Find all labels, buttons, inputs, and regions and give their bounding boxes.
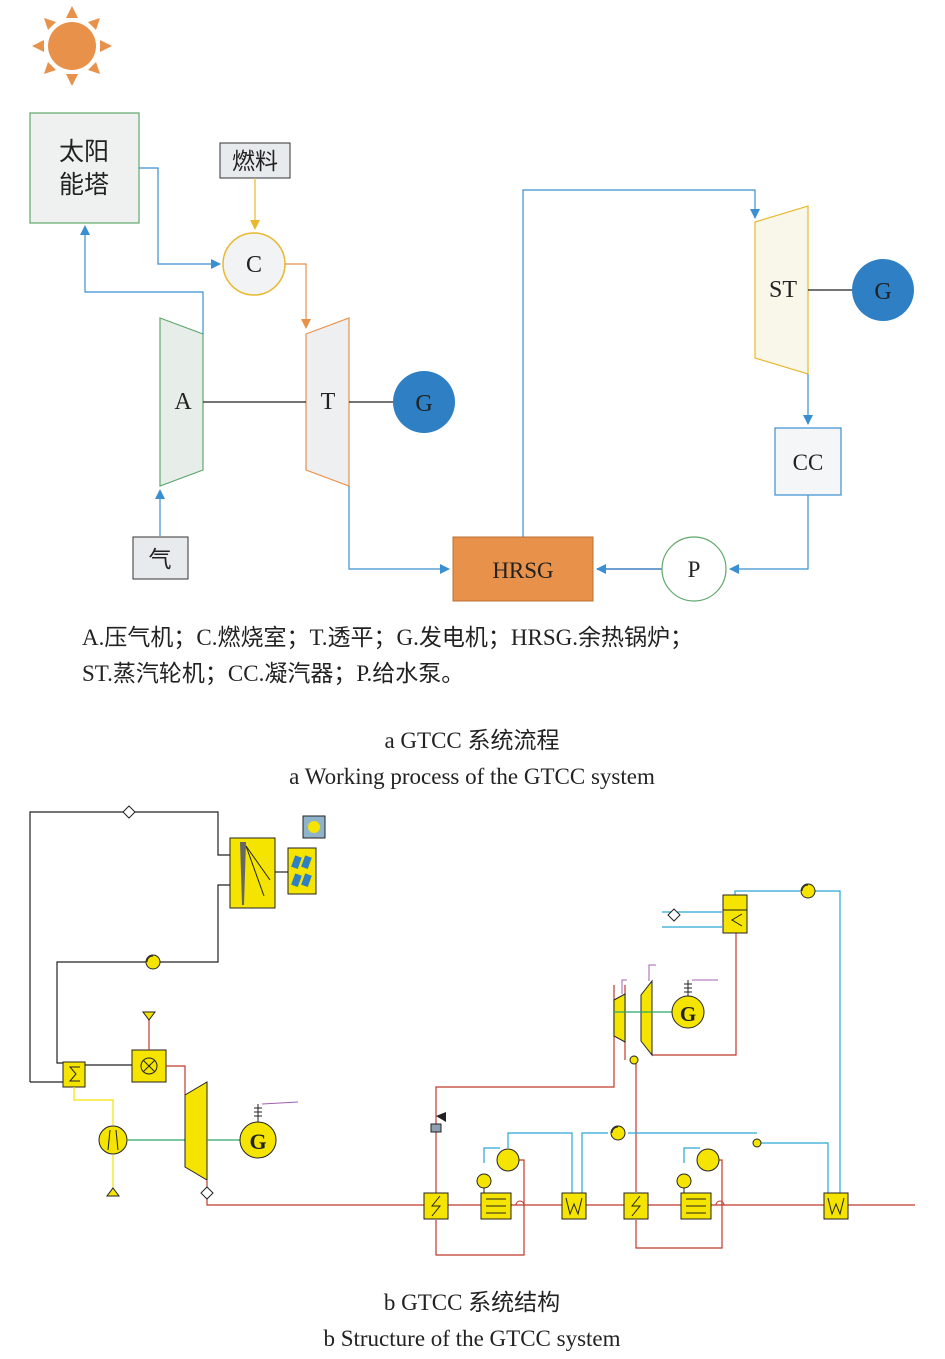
compressor-icon <box>98 1125 128 1155</box>
drum-2-icon <box>676 1148 725 1206</box>
steam-generator-circle: G <box>852 259 914 321</box>
solar-tower-label-line: 太阳 <box>59 138 109 166</box>
pump-icon-loop <box>145 954 161 970</box>
heat-exchanger-icon <box>62 1061 86 1088</box>
turbine-label: T <box>321 389 336 415</box>
exhaust-line <box>206 1180 915 1206</box>
gas-generator-circle: G <box>393 371 455 433</box>
hrsg-label: HRSG <box>492 558 553 583</box>
fuel-label: 燃料 <box>232 149 278 174</box>
drum-1-icon <box>476 1148 525 1206</box>
turbine-shape: T <box>305 317 350 487</box>
air-line <box>73 1087 114 1125</box>
steam-generator-label: G <box>874 279 891 305</box>
steam-turbine-hp-icon <box>613 979 627 1043</box>
air-label: 气 <box>149 547 172 572</box>
condenser-block: CC <box>774 427 842 496</box>
steam-turbine-label: ST <box>769 277 797 303</box>
combustor-circle: C <box>222 232 286 296</box>
compressor-label: A <box>174 389 192 415</box>
condenser-label: CC <box>793 450 824 475</box>
economizer-1-icon <box>561 1192 587 1220</box>
compressor-shape: A <box>159 317 204 487</box>
valve-diamond-steam <box>667 908 681 922</box>
air-inlet-icon <box>106 1187 120 1197</box>
gas-generator-label: G <box>415 391 432 417</box>
legend-line-1: A.压气机；C.燃烧室；T.透平；G.发电机；HRSG.余热锅炉； <box>82 625 693 650</box>
sun-icon <box>32 6 112 86</box>
steam-turbine-lp-icon <box>640 964 656 1057</box>
gas-generator-b-label: G <box>249 1129 266 1154</box>
st-junction-dot <box>629 1055 639 1065</box>
caption-b-en: b Structure of the GTCC system <box>323 1326 620 1351</box>
solar-loop-lines <box>29 811 288 1083</box>
svg-text:太阳能塔: 太阳能塔 <box>59 138 109 199</box>
feed-pump-icon <box>610 1125 626 1141</box>
valve-diamond-top <box>122 805 136 819</box>
air-block: 气 <box>132 536 189 580</box>
evaporator-1-icon <box>480 1192 512 1220</box>
steam-generator-b-icon: G <box>671 979 718 1029</box>
gas-turbine-icon <box>184 1081 208 1181</box>
hrsg-block: HRSG <box>452 536 594 602</box>
fuel-block: 燃料 <box>219 142 291 179</box>
superheater-1-icon <box>423 1192 449 1220</box>
caption-a-en: a Working process of the GTCC system <box>289 764 655 789</box>
pump-label: P <box>688 557 701 582</box>
steam-generator-b-label: G <box>680 1002 696 1026</box>
condensate-pump-icon <box>800 883 816 899</box>
solar-tower-label-line: 能塔 <box>59 171 109 199</box>
valve-diamond-exhaust <box>200 1186 214 1200</box>
flow-lines-a <box>80 167 813 574</box>
combustor-icon <box>131 1049 167 1083</box>
sun-source-icon <box>302 815 326 839</box>
steam-turbine-shape: ST <box>754 205 809 375</box>
junction-dot <box>752 1138 762 1148</box>
evaporator-2-icon <box>680 1192 712 1220</box>
pump-circle: P <box>661 536 727 602</box>
cyan-pipes <box>483 890 841 1195</box>
combustor-turbine-line <box>166 1065 186 1095</box>
combustor-label: C <box>246 252 262 278</box>
economizer-2-icon <box>823 1192 849 1220</box>
solar-receiver-icon <box>229 837 276 909</box>
legend-line-2: ST.蒸汽轮机；CC.凝汽器；P.给水泵。 <box>82 661 464 686</box>
attemperator-icon <box>430 1112 446 1133</box>
caption-b-cn: b GTCC 系统结构 <box>384 1290 560 1315</box>
heliostat-field-icon <box>287 847 317 895</box>
gas-generator-icon: G <box>239 1101 299 1159</box>
solar-tower-block: 太阳能塔 <box>29 112 140 224</box>
condenser-b-icon <box>722 894 748 934</box>
caption-a-cn: a GTCC 系统流程 <box>384 728 559 753</box>
superheater-2-icon <box>623 1192 649 1220</box>
fuel-inlet-icon <box>142 1011 156 1050</box>
